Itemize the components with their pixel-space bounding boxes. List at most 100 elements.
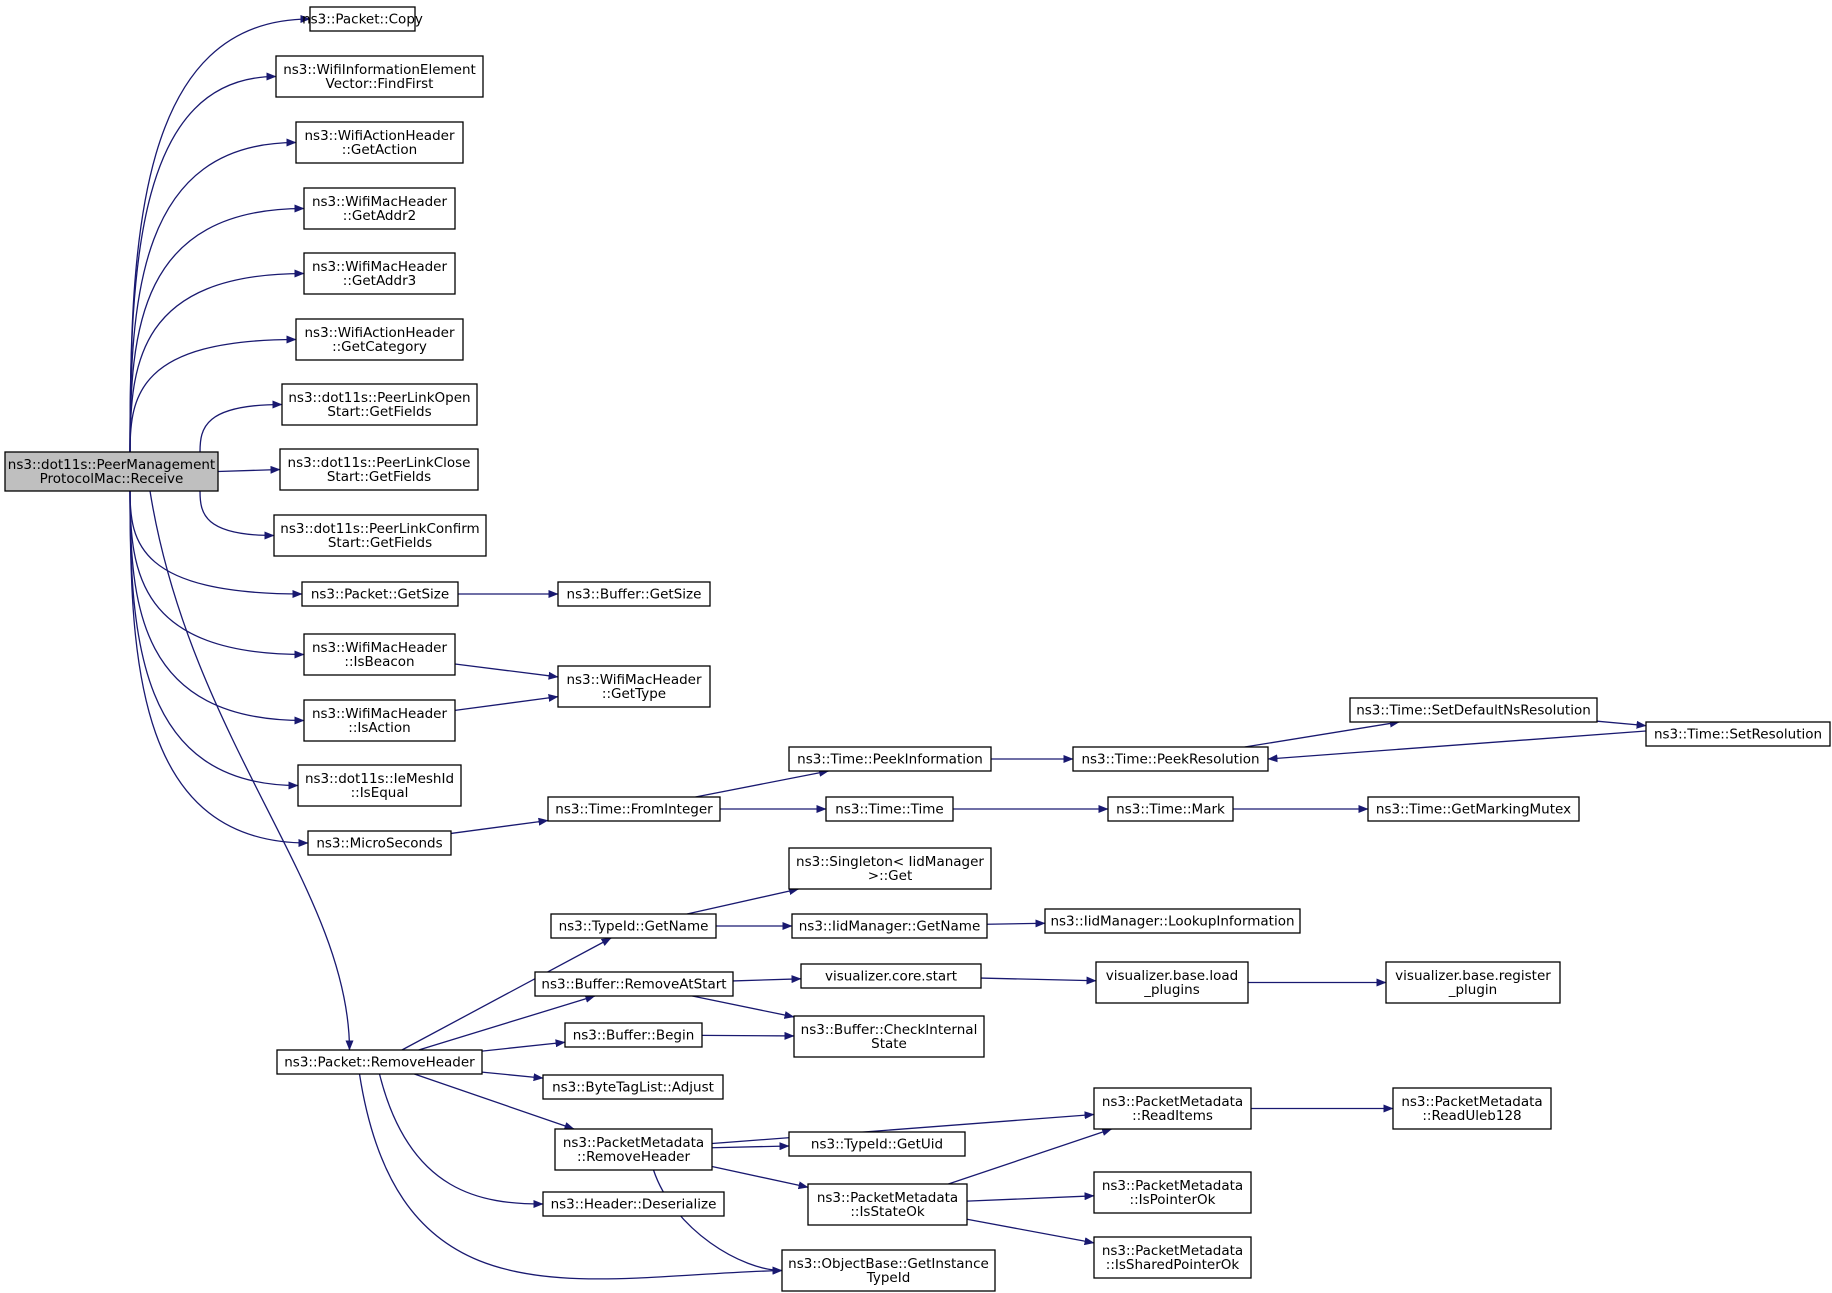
node-openfields[interactable]: ns3::dot11s::PeerLinkOpenStart::GetField…	[281, 383, 478, 426]
node-readuleb[interactable]: ns3::PacketMetadata::ReadUleb128	[1392, 1087, 1552, 1130]
node-label: ns3::PacketMetadata	[1102, 1243, 1243, 1259]
node-deserialize[interactable]: ns3::Header::Deserialize	[542, 1191, 725, 1217]
node-begin[interactable]: ns3::Buffer::Begin	[564, 1022, 703, 1048]
node-bufgetsize[interactable]: ns3::Buffer::GetSize	[557, 581, 711, 607]
node-isaction[interactable]: ns3::WifiMacHeader::IsAction	[303, 699, 456, 742]
node-label: ProtocolMac::Receive	[40, 471, 184, 487]
node-box	[807, 1183, 968, 1226]
node-box	[1095, 961, 1249, 1004]
node-label: ns3::WifiActionHeader	[304, 325, 454, 341]
node-label: ns3::Time::PeekInformation	[797, 752, 983, 768]
node-ispointerok[interactable]: ns3::PacketMetadata::IsPointerOk	[1093, 1171, 1252, 1214]
edge-isbeacon-to-gettype	[454, 663, 559, 680]
node-box	[542, 1191, 725, 1217]
node-mutex[interactable]: ns3::Time::GetMarkingMutex	[1367, 796, 1580, 822]
node-time[interactable]: ns3::Time::Time	[825, 796, 954, 822]
edge-removeheader-to-pmremove	[414, 1073, 575, 1130]
node-getaction[interactable]: ns3::WifiActionHeader::GetAction	[295, 121, 464, 164]
node-setdefault[interactable]: ns3::Time::SetDefaultNsResolution	[1349, 697, 1598, 723]
node-isbeacon[interactable]: ns3::WifiMacHeader::IsBeacon	[303, 633, 456, 676]
node-label: ns3::dot11s::PeerManagement	[8, 457, 215, 473]
node-box	[554, 1128, 713, 1171]
node-setres[interactable]: ns3::Time::SetResolution	[1645, 721, 1831, 747]
node-isstateok[interactable]: ns3::PacketMetadata::IsStateOk	[807, 1183, 968, 1226]
edge-iidname-to-lookup	[986, 919, 1046, 928]
node-typeidname[interactable]: ns3::TypeId::GetName	[550, 913, 717, 939]
node-closefields[interactable]: ns3::dot11s::PeerLinkCloseStart::GetFiel…	[279, 448, 479, 491]
node-peekinfo[interactable]: ns3::Time::PeekInformation	[788, 746, 992, 772]
node-findfirst[interactable]: ns3::WifiInformationElementVector::FindF…	[275, 55, 484, 98]
node-getaddr3[interactable]: ns3::WifiMacHeader::GetAddr3	[303, 252, 456, 295]
edge-removeheader-to-removeatstart	[418, 994, 596, 1051]
node-label: ::IsPointerOk	[1130, 1192, 1216, 1208]
node-box	[1093, 1236, 1252, 1279]
edge-pmremove-to-isstateok	[711, 1165, 809, 1190]
node-label: ns3::TypeId::GetName	[559, 919, 709, 935]
node-box	[825, 796, 954, 822]
node-box	[4, 451, 219, 492]
node-singleton[interactable]: ns3::Singleton< IidManager>::Get	[788, 847, 992, 890]
node-label: ns3::ByteTagList::Adjust	[552, 1080, 714, 1096]
node-copy[interactable]: ns3::Packet::Copy	[302, 6, 423, 32]
node-vizstart[interactable]: visualizer.core.start	[800, 963, 982, 989]
edge-removeheader-to-begin	[481, 1039, 566, 1052]
node-box	[542, 1074, 724, 1100]
node-label: ::RemoveHeader	[577, 1149, 690, 1165]
node-adjust[interactable]: ns3::ByteTagList::Adjust	[542, 1074, 724, 1100]
node-label: ns3::Buffer::GetSize	[567, 587, 702, 603]
node-label: >::Get	[868, 868, 912, 884]
node-label: ::IsStateOk	[850, 1204, 924, 1220]
edge-root-to-getaddr3	[129, 269, 305, 453]
edge-removeheader-to-deserialize	[378, 1073, 544, 1208]
node-box	[781, 1249, 996, 1292]
node-box	[295, 121, 464, 164]
node-label: ns3::Time::Mark	[1116, 802, 1225, 818]
node-getcategory[interactable]: ns3::WifiActionHeader::GetCategory	[295, 318, 464, 361]
node-label: ::GetAddr3	[343, 273, 416, 289]
node-label: visualizer.base.load	[1106, 968, 1238, 984]
node-iidname[interactable]: ns3::IidManager::GetName	[791, 913, 988, 939]
node-label: ns3::WifiMacHeader	[312, 706, 448, 722]
node-lookup[interactable]: ns3::IidManager::LookupInformation	[1044, 908, 1301, 934]
node-isequal[interactable]: ns3::dot11s::IeMeshId::IsEqual	[297, 764, 462, 807]
node-label: ns3::WifiMacHeader	[312, 259, 448, 275]
node-gettype[interactable]: ns3::WifiMacHeader::GetType	[557, 665, 711, 708]
node-label: visualizer.base.register	[1395, 968, 1551, 984]
node-confirmfields[interactable]: ns3::dot11s::PeerLinkConfirmStart::GetFi…	[273, 514, 487, 557]
node-label: ns3::Buffer::CheckInternal	[801, 1022, 978, 1038]
node-peekres[interactable]: ns3::Time::PeekResolution	[1072, 746, 1269, 772]
node-frominteger[interactable]: ns3::Time::FromInteger	[547, 796, 721, 822]
node-mark[interactable]: ns3::Time::Mark	[1107, 796, 1234, 822]
node-removeatstart[interactable]: ns3::Buffer::RemoveAtStart	[534, 971, 734, 997]
node-box	[279, 448, 479, 491]
edge-pmremove-to-readitems	[711, 1111, 1095, 1145]
node-readitems[interactable]: ns3::PacketMetadata::ReadItems	[1093, 1087, 1252, 1130]
node-label: ns3::WifiMacHeader	[312, 194, 448, 210]
node-vizreg[interactable]: visualizer.base.register_plugin	[1385, 961, 1561, 1004]
node-pmremove[interactable]: ns3::PacketMetadata::RemoveHeader	[554, 1128, 713, 1171]
node-label: ::IsSharedPointerOk	[1106, 1257, 1240, 1273]
node-root[interactable]: ns3::dot11s::PeerManagementProtocolMac::…	[4, 451, 219, 492]
node-vizload[interactable]: visualizer.base.load_plugins	[1095, 961, 1249, 1004]
node-box	[297, 764, 462, 807]
edge-setdefault-to-setres	[1596, 720, 1647, 729]
node-removeheader[interactable]: ns3::Packet::RemoveHeader	[276, 1049, 483, 1075]
node-getuid[interactable]: ns3::TypeId::GetUid	[788, 1131, 966, 1157]
node-label: ns3::Time::Time	[835, 802, 943, 818]
node-label: ::IsEqual	[351, 785, 409, 801]
node-getaddr2[interactable]: ns3::WifiMacHeader::GetAddr2	[303, 187, 456, 230]
node-pktgetsize[interactable]: ns3::Packet::GetSize	[301, 581, 459, 607]
node-microseconds[interactable]: ns3::MicroSeconds	[307, 830, 452, 856]
edge-setres-to-peekres	[1267, 730, 1647, 763]
edge-isstateok-to-issharedok	[966, 1218, 1095, 1246]
node-label: State	[871, 1036, 907, 1052]
edge-vizstart-to-vizload	[980, 976, 1097, 985]
node-label: ns3::Buffer::Begin	[573, 1028, 695, 1044]
node-issharedok[interactable]: ns3::PacketMetadata::IsSharedPointerOk	[1093, 1236, 1252, 1279]
node-label: ns3::IidManager::GetName	[799, 919, 981, 935]
node-label: ns3::dot11s::PeerLinkClose	[288, 455, 471, 471]
node-box	[1392, 1087, 1552, 1130]
